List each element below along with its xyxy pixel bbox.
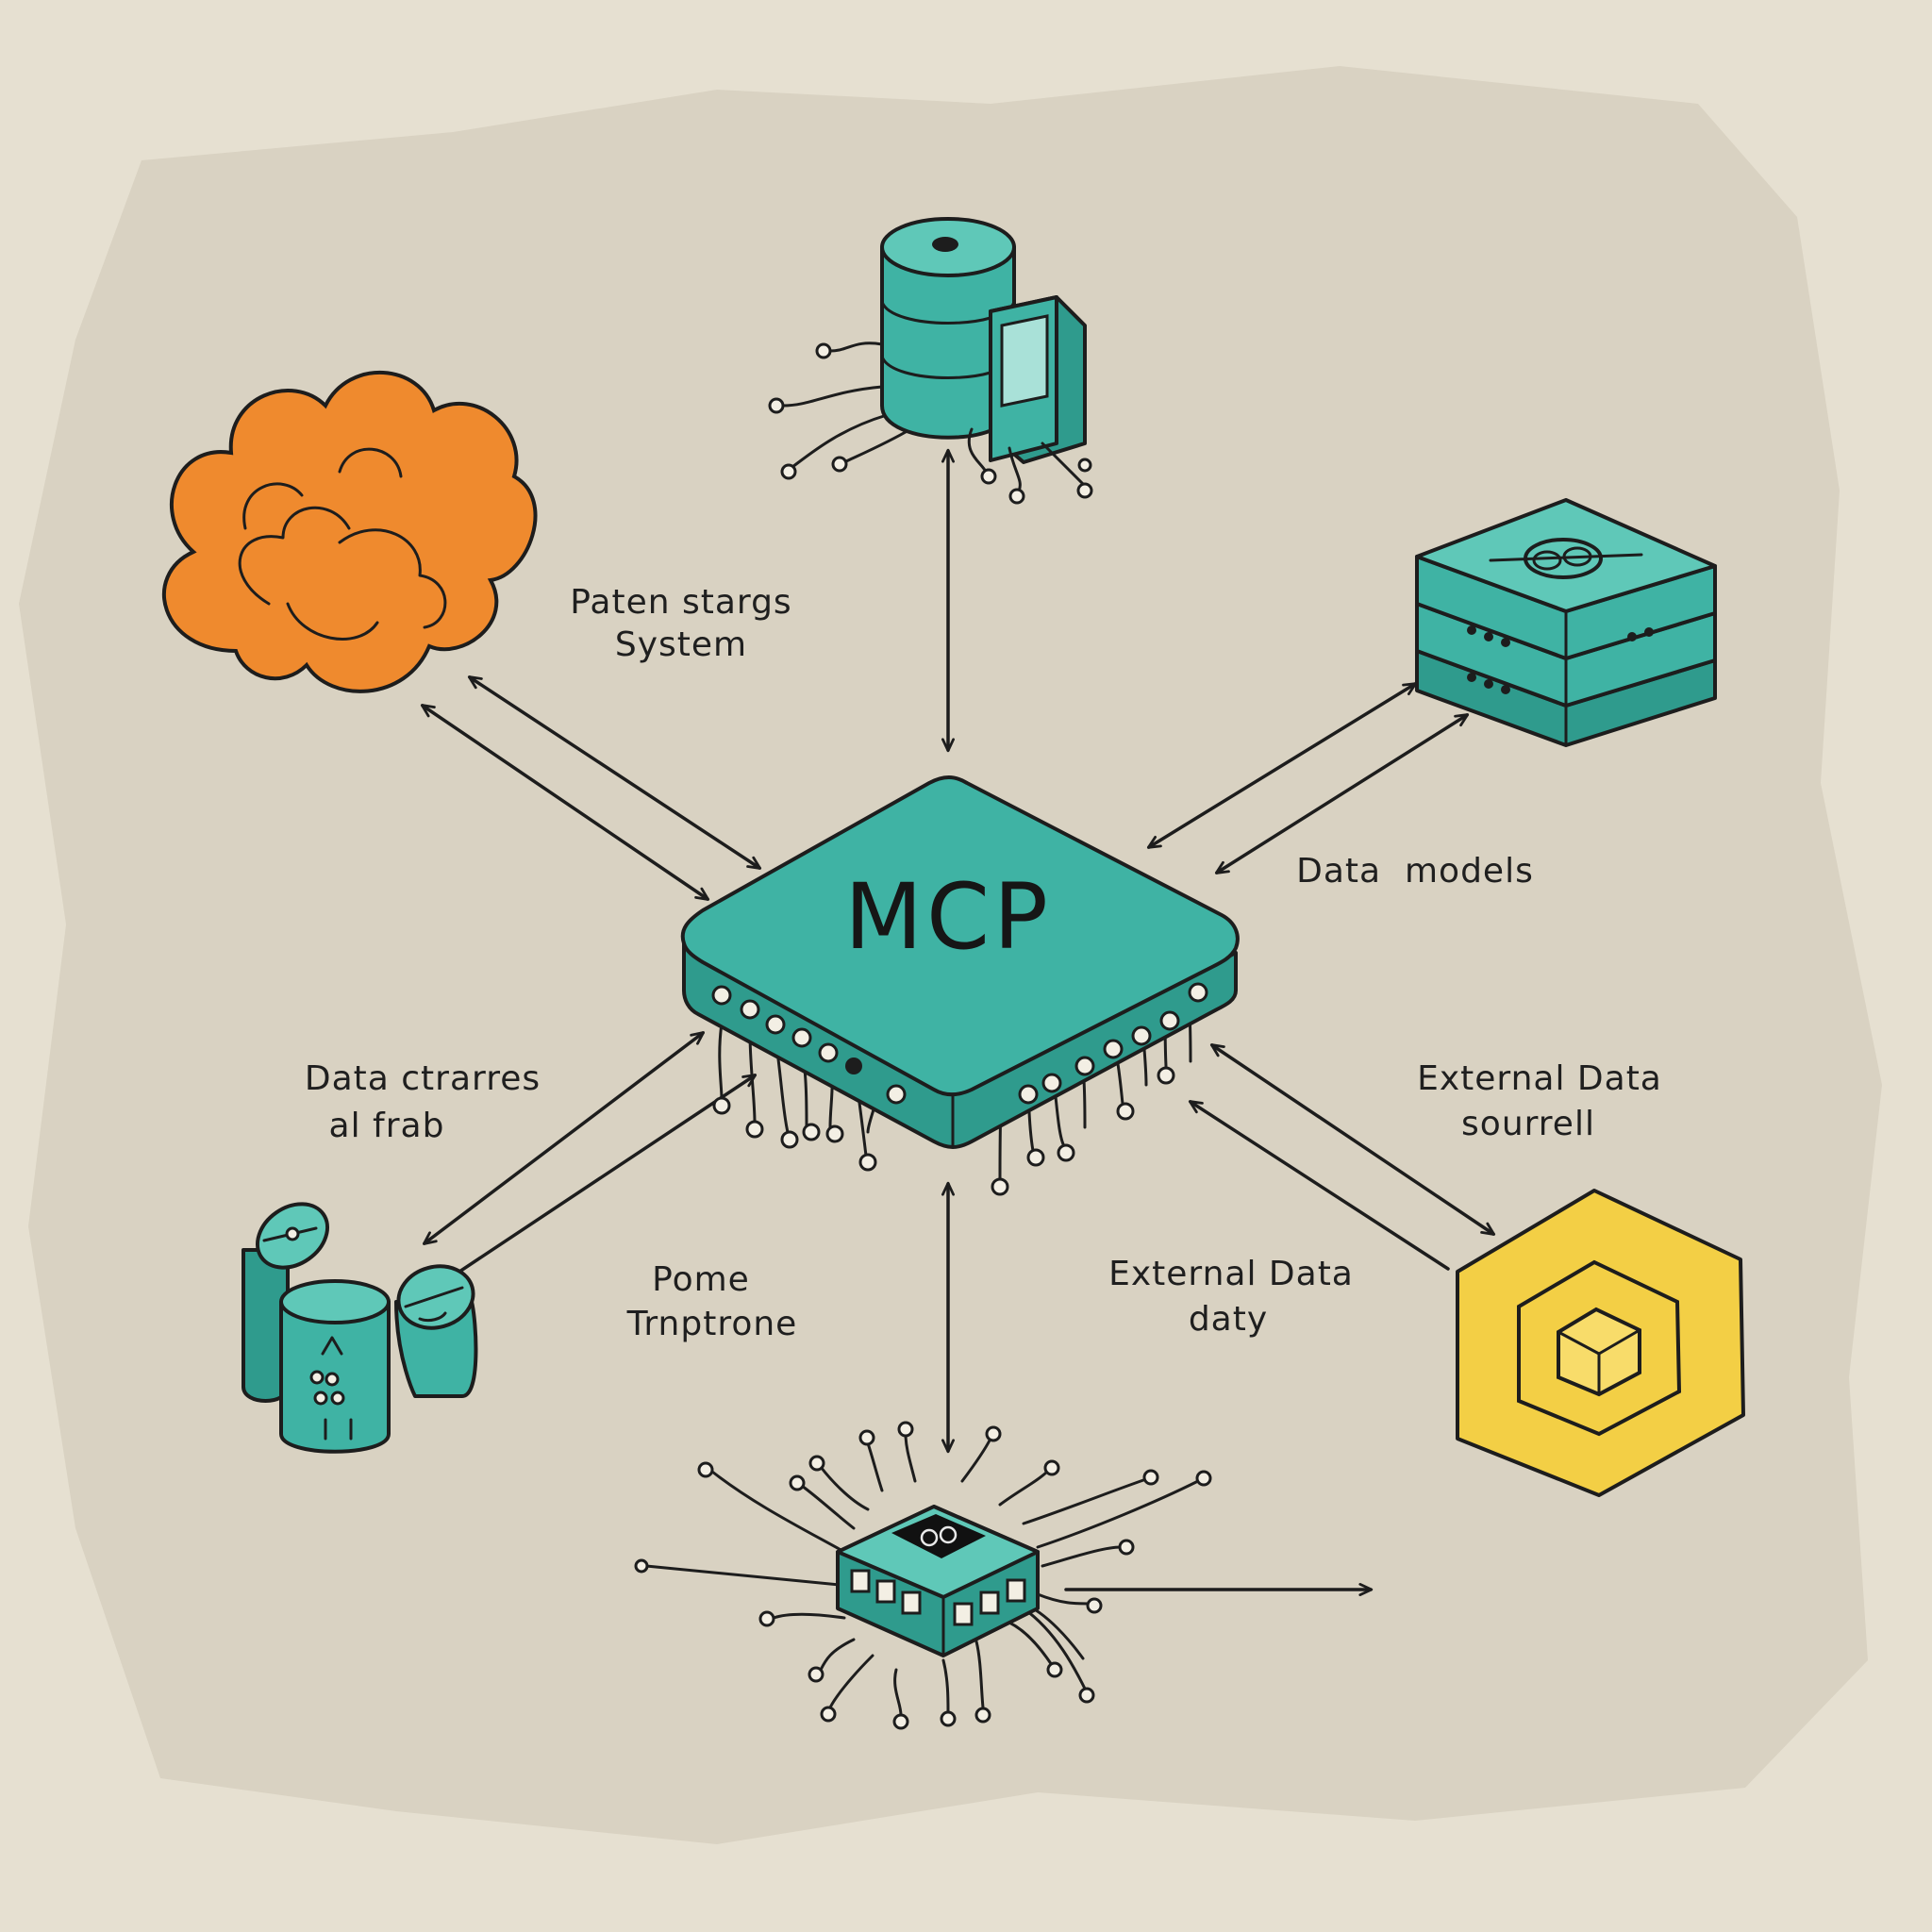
label-left: Data ctrarres al frab [305,1059,541,1145]
arrow-cube-1 [1209,1043,1496,1236]
label-bottom-left: Pome Trnptrone [626,1260,798,1343]
label-bottom-left-line1: Pome [652,1260,750,1299]
arrow-storage-2 [442,1074,758,1283]
chip-icon [634,1421,1212,1730]
label-bottom-right-line2: daty [1189,1300,1268,1339]
arrow-cube-2 [1188,1100,1450,1271]
cloud-icon [162,371,538,693]
arrow-server-2 [1214,713,1470,874]
label-top-left-line2: System [615,625,747,664]
arrow-cloud-2 [467,675,762,870]
server-icon [1415,498,1717,747]
label-bottom-right: External Data daty [1108,1255,1354,1339]
label-right: Data models [1296,852,1534,891]
label-right-lower: External Data sourrell [1417,1059,1662,1143]
storage-icon [242,1202,478,1454]
label-right-line1: Data models [1296,852,1534,891]
label-bottom-left-line2: Trnptrone [626,1305,798,1343]
label-right-lower-line1: External Data [1417,1059,1662,1098]
database-icon [768,217,1093,505]
mcp-chip: MCP [680,775,1240,1196]
label-top-left-line1: Paten stargs [570,583,791,622]
label-top-left: Paten stargs System [570,583,791,664]
label-left-line2: al frab [329,1107,445,1145]
label-bottom-right-line1: External Data [1108,1255,1354,1293]
cube-icon [1456,1189,1745,1497]
label-right-lower-line2: sourrell [1461,1105,1595,1143]
label-left-line1: Data ctrarres [305,1059,541,1098]
mcp-title: MCP [844,864,1052,970]
connector-arrows [420,448,1496,1596]
